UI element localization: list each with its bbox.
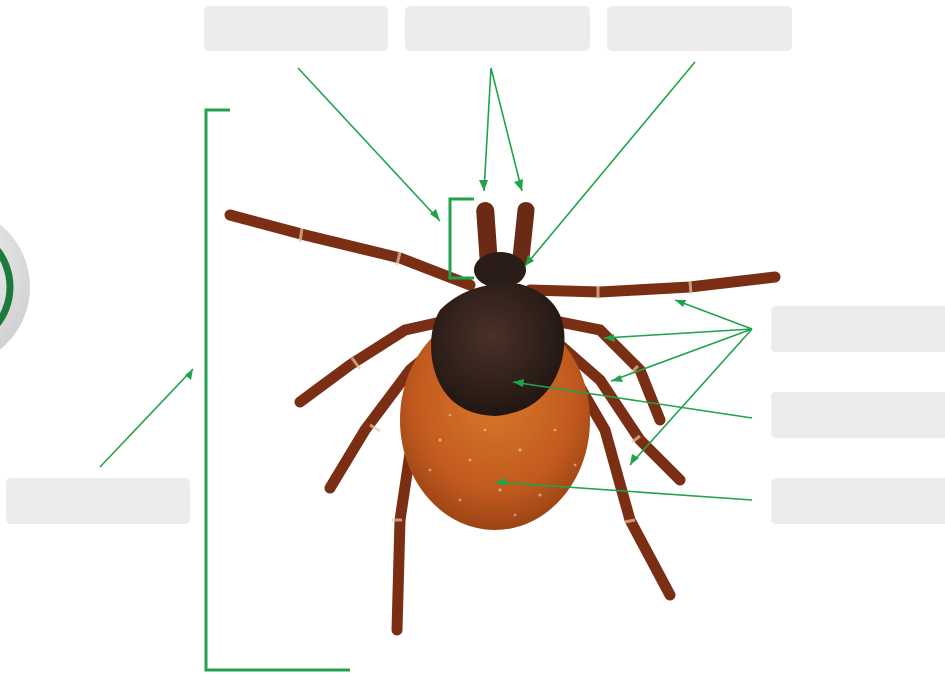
pointer-left-1 <box>100 369 193 467</box>
capitulum <box>474 252 526 288</box>
label-box-right-1[interactable] <box>771 306 945 352</box>
label-box-top-3[interactable] <box>607 6 792 51</box>
pointer-right-1a <box>675 300 752 329</box>
label-box-right-2[interactable] <box>771 392 945 438</box>
label-box-top-2[interactable] <box>405 6 590 51</box>
label-box-left-1[interactable] <box>6 478 190 524</box>
pointer-top-2b <box>491 68 522 191</box>
badge-icon <box>0 207 30 367</box>
pointer-top-2a <box>484 68 491 191</box>
tick-illustration <box>230 201 775 630</box>
label-box-top-1[interactable] <box>204 6 388 51</box>
bracket-whole-body <box>206 110 350 670</box>
pointer-top-3 <box>525 62 695 266</box>
leg-left-1 <box>230 215 470 285</box>
label-box-right-3[interactable] <box>771 478 945 524</box>
pointer-top-1 <box>298 68 440 221</box>
leg-right-1 <box>530 277 775 292</box>
bracket-mouthparts <box>450 199 474 278</box>
